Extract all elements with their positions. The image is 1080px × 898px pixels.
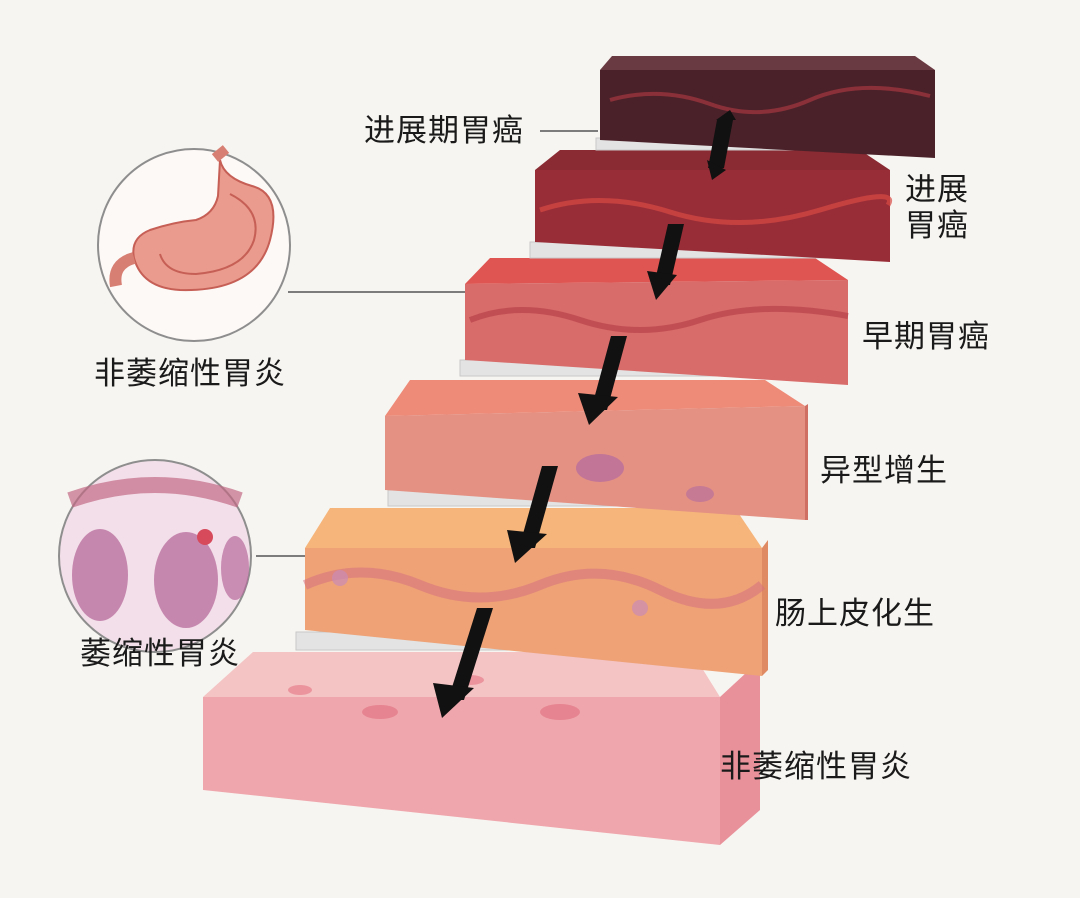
label-atrophic-tissue-inset: 萎缩性胃炎 [80, 636, 240, 672]
arrow-5-to-6 [707, 110, 736, 180]
label-early-gastric-cancer: 早期胃癌 [862, 319, 990, 355]
label-intestinal-metaplasia: 肠上皮化生 [775, 596, 935, 632]
stomach-inset [97, 145, 291, 342]
arrow-1-to-2 [433, 608, 493, 718]
step-early-gastric-cancer [465, 258, 849, 385]
step-intestinal-metaplasia [302, 508, 768, 676]
step-advanced-gastric-cancer [535, 150, 892, 262]
label-non-atrophic-gastritis: 非萎缩性胃炎 [720, 749, 912, 785]
arrow-4-to-5 [647, 224, 684, 300]
step-non-atrophic-gastritis [203, 652, 760, 845]
label-advanced-gastric-cancer: 进展胃癌 [905, 172, 969, 244]
arrow-3-to-4 [578, 336, 627, 425]
step-advanced-stage-gastric-cancer [600, 56, 935, 158]
label-stomach-inset: 非萎缩性胃炎 [94, 356, 286, 392]
label-advanced-stage-gastric-cancer: 进展期胃癌 [364, 113, 524, 149]
atrophic-tissue-inset [58, 459, 252, 653]
label-dysplasia: 异型增生 [820, 453, 948, 489]
step-dysplasia [385, 380, 808, 520]
arrow-2-to-3 [507, 466, 558, 563]
progression-arrows [433, 110, 736, 718]
